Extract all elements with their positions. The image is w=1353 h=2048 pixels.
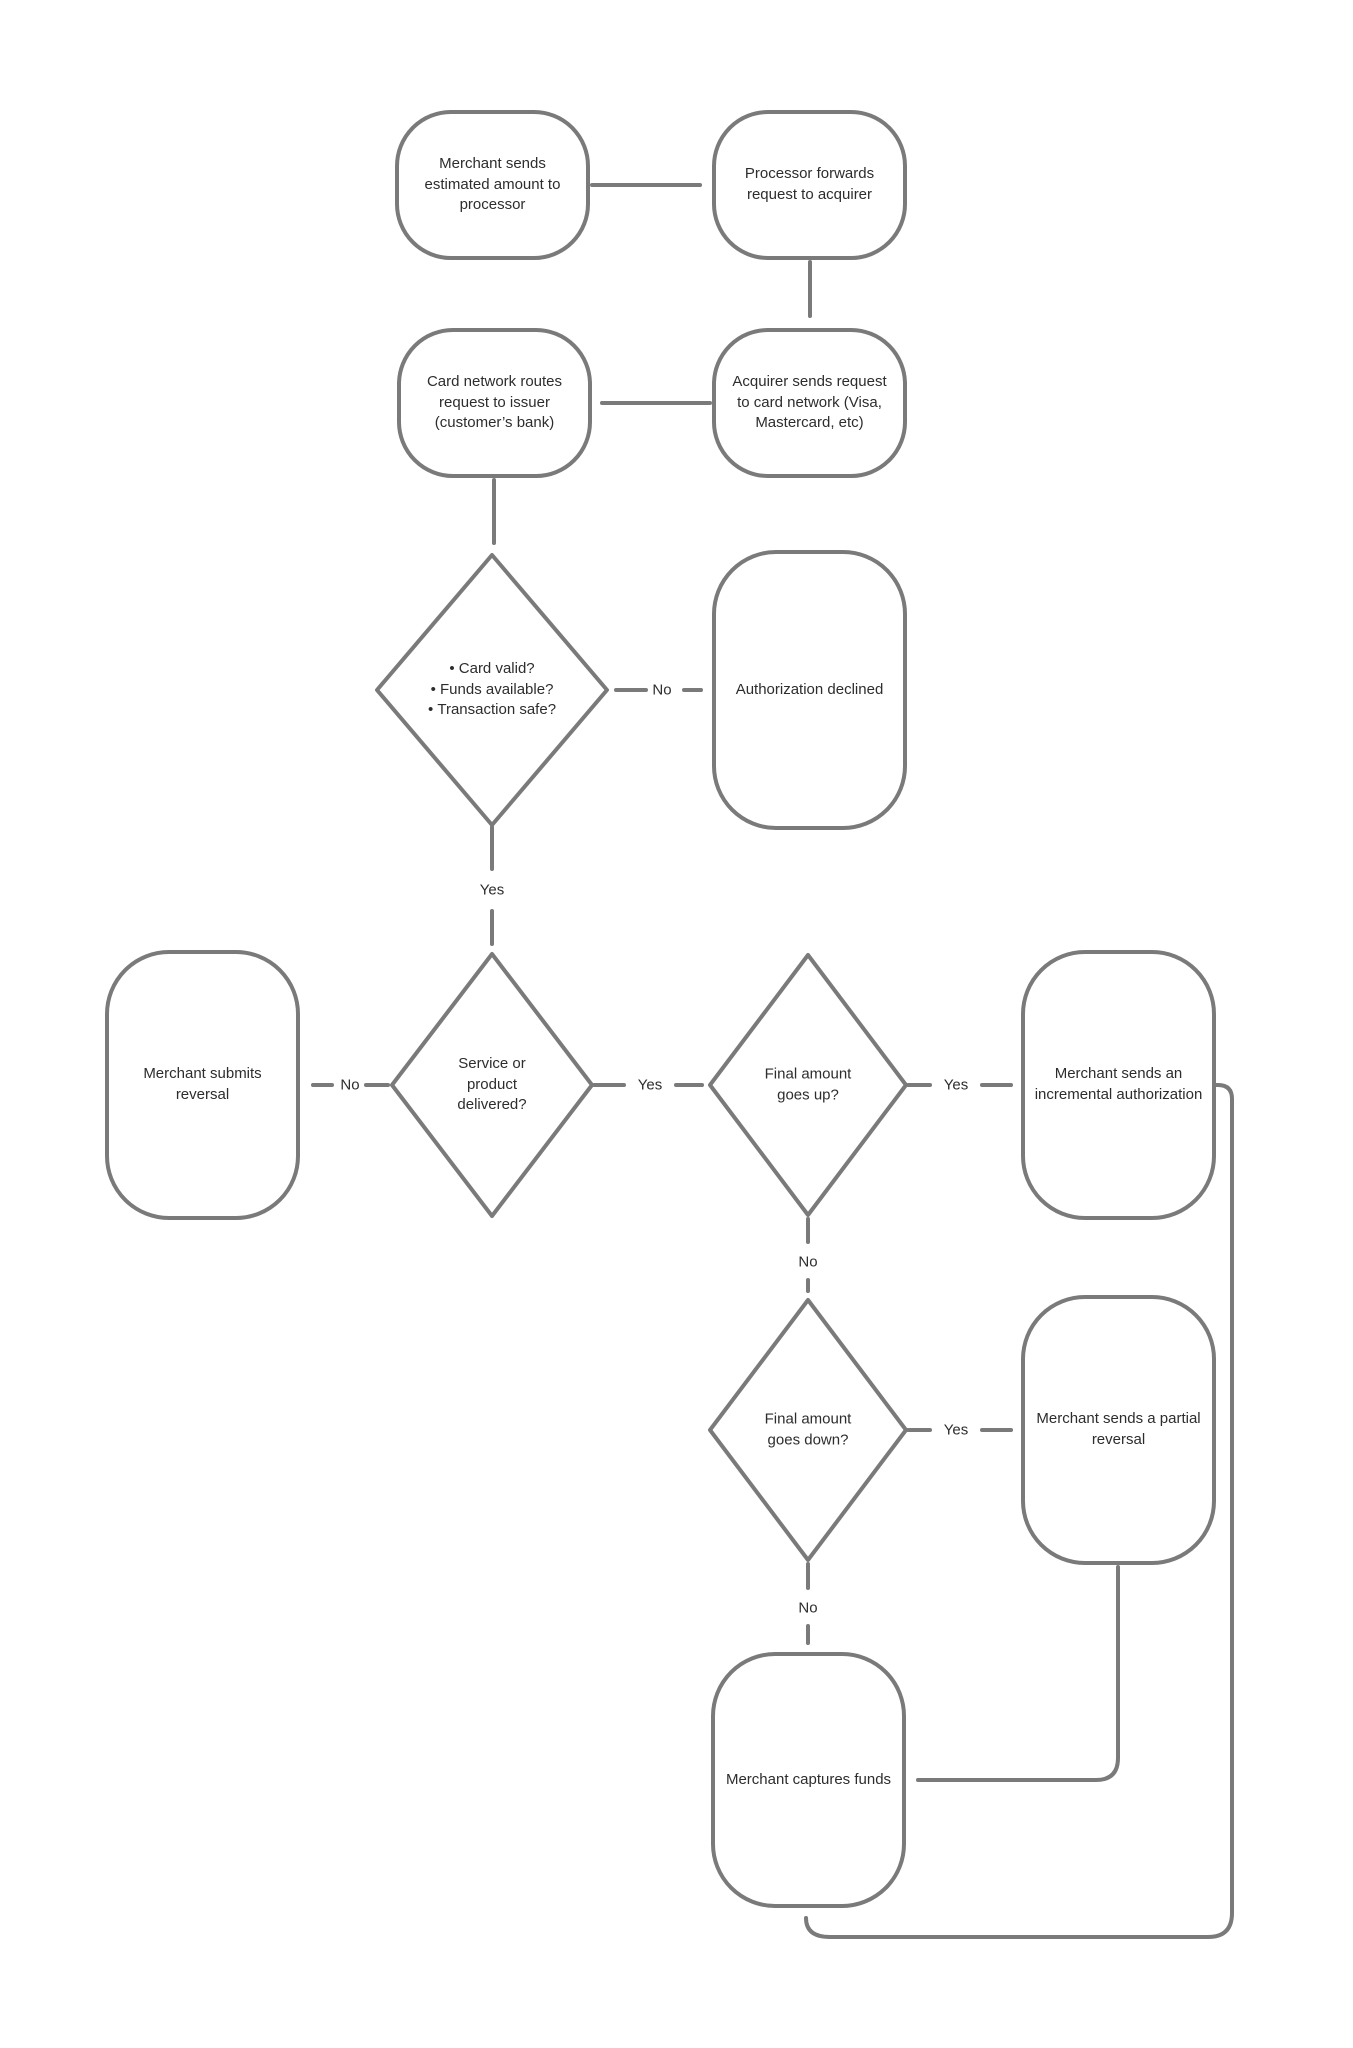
node-label: Merchant submits reversal — [143, 1065, 262, 1103]
decision-final-amount-down-text: Final amount goes down? — [764, 1410, 852, 1448]
node-label: Merchant sends a partial reversal — [1036, 1410, 1201, 1448]
node-partial-reversal: Merchant sends a partial reversal — [1021, 1295, 1216, 1565]
node-processor-forwards: Processor forwards request to acquirer — [712, 110, 907, 260]
node-label: Card network routes request to issuer (c… — [426, 372, 563, 432]
node-acquirer-sends-request: Acquirer sends request to card network (… — [712, 328, 907, 478]
decision-final-amount-down-shape — [708, 1298, 908, 1562]
node-incremental-authorization: Merchant sends an incremental authorizat… — [1021, 950, 1216, 1220]
edge-label-no: No — [338, 1076, 362, 1094]
node-label: Authorization declined — [735, 680, 884, 698]
decision-final-amount-up-text: Final amount goes up? — [764, 1065, 852, 1103]
edge-incremental-to-captures — [804, 1083, 1234, 1939]
edge-label-yes: Yes — [635, 1076, 665, 1094]
edge-label-yes: Yes — [477, 881, 507, 899]
decision-card-checks-shape — [375, 553, 609, 827]
node-merchant-captures-funds: Merchant captures funds — [711, 1652, 906, 1908]
node-merchant-submits-reversal: Merchant submits reversal — [105, 950, 300, 1220]
decision-final-amount-up-shape — [708, 953, 908, 1217]
edge-label-no: No — [796, 1253, 820, 1271]
node-merchant-sends-estimate: Merchant sends estimated amount to proce… — [395, 110, 590, 260]
edge-label-yes: Yes — [941, 1421, 971, 1439]
node-label: Acquirer sends request to card network (… — [732, 372, 887, 432]
decision-card-checks-text: • Card valid? • Funds available? • Trans… — [425, 659, 560, 721]
decision-service-delivered-text: Service or product delivered? — [457, 1054, 527, 1114]
edge-label-yes: Yes — [941, 1076, 971, 1094]
edge-partial-to-captures — [916, 1565, 1120, 1782]
node-label: Processor forwards request to acquirer — [744, 165, 875, 203]
node-label: Merchant sends estimated amount to proce… — [424, 154, 561, 214]
edge-label-no: No — [650, 681, 674, 699]
node-label: Merchant sends an incremental authorizat… — [1034, 1065, 1203, 1103]
node-label: Merchant captures funds — [725, 1770, 892, 1788]
decision-service-delivered-shape — [390, 952, 594, 1218]
edge-label-no: No — [796, 1599, 820, 1617]
bullet-item: • Funds available? — [430, 680, 554, 698]
bullet-item: • Transaction safe? — [427, 701, 557, 719]
node-authorization-declined: Authorization declined — [712, 550, 907, 830]
node-card-network-routes: Card network routes request to issuer (c… — [397, 328, 592, 478]
bullet-item: • Card valid? — [449, 659, 535, 677]
